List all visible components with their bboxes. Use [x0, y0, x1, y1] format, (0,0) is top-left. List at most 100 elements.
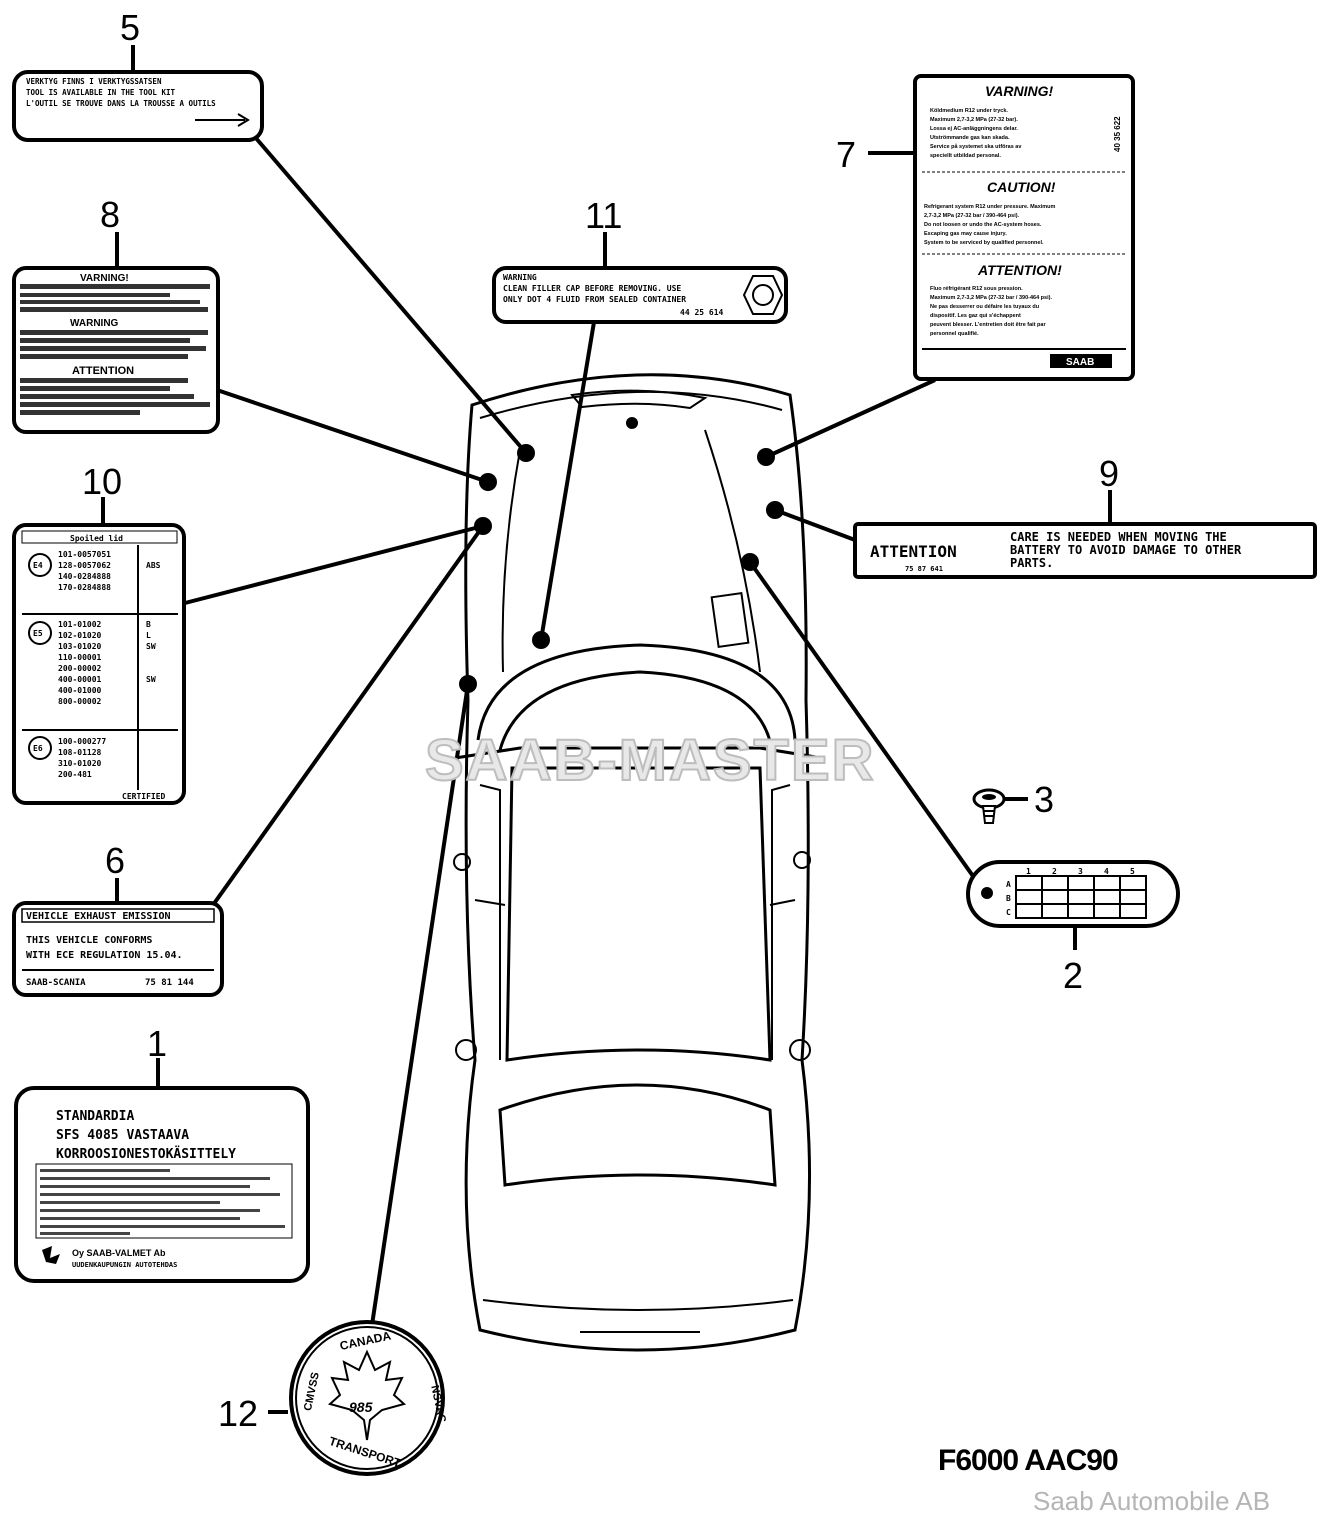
label-10-group3-row: 200-481	[58, 770, 92, 779]
label-5-line3: L'OUTIL SE TROUVE DANS LA TROUSSE A OUTI…	[26, 99, 216, 108]
label-9-line3: PARTS.	[1010, 556, 1053, 570]
label-2-col: 5	[1130, 867, 1135, 876]
label-1-line2: SFS 4085 VASTAAVA	[56, 1128, 189, 1143]
label-10-group2-row: 800-00002	[58, 697, 102, 706]
label-7-body1-line: Lossa ej AC-anläggningens delar.	[930, 126, 1018, 132]
filler-cap-icon	[742, 275, 784, 315]
label-6-line2: WITH ECE REGULATION 15.04.	[26, 950, 183, 961]
label-10-group2-row: 400-00001	[58, 675, 102, 684]
label-2-col: 2	[1052, 867, 1057, 876]
label-10-group2-row: 400-01000	[58, 686, 102, 695]
label-2: 1 2 3 4 5 A B C 2	[966, 860, 1180, 996]
label-9-part-number: 75 87 641	[905, 565, 943, 573]
label-8: 8 VARNING! WARNING ATTENTION	[12, 194, 220, 434]
label-7-body2-line: 2,7-3,2 MPa (27-32 bar / 390-464 psi).	[924, 213, 1020, 219]
label-7-side-code: 40 35 622	[1113, 116, 1122, 152]
label-7-body3-line: Ne pas desserrer ou défaire les tuyaux d…	[930, 304, 1039, 310]
label-7-title3: ATTENTION!	[977, 262, 1062, 278]
label-10-group1-row: 140-0284888	[58, 572, 111, 581]
label-7-body3-line: dispositif. Les gaz qui s'échappent	[930, 313, 1021, 319]
label-11-part-number: 44 25 614	[680, 308, 724, 317]
label-9-line1: CARE IS NEEDED WHEN MOVING THE	[1010, 530, 1227, 544]
label-10-header: Spoiled lid	[70, 533, 123, 543]
callout-12: 12	[218, 1393, 258, 1434]
label-5-line2: TOOL IS AVAILABLE IN THE TOOL KIT	[26, 88, 175, 97]
label-7-body3-line: peuvent blesser. L'entretien doit être f…	[930, 322, 1046, 328]
label-7-body3-line: personnel qualifié.	[930, 331, 979, 337]
label-8-title2: WARNING	[70, 318, 119, 329]
label-10: 10 Spoiled lid E4 E5 E6 101-0057051 128-…	[12, 461, 186, 805]
leader-lines	[184, 135, 987, 1326]
label-1-line3: KORROOSIONESTOKÄSITTELY	[56, 1146, 236, 1162]
callout-1: 1	[147, 1023, 167, 1064]
label-10-group3-row: 108-01128	[58, 748, 102, 757]
watermark: SAAB-MASTER	[425, 728, 876, 793]
label-5: 5 VERKTYG FINNS I VERKTYGSSATSEN TOOL IS…	[12, 7, 264, 142]
label-1-brand: Oy SAAB-VALMET Ab	[72, 1248, 166, 1258]
label-9-line2: BATTERY TO AVOID DAMAGE TO OTHER	[1010, 543, 1242, 557]
label-10-group2-row: 103-01020	[58, 642, 102, 651]
label-7-title2: CAUTION!	[987, 179, 1056, 195]
label-10-mark-e5: E5	[33, 629, 43, 638]
label-10-group2-row: 110-00001	[58, 653, 102, 662]
label-1-brand-sub: UUDENKAUPUNGIN AUTOTEHDAS	[72, 1261, 177, 1269]
label-10-group2-row: 101-01002	[58, 620, 102, 629]
label-2-col: 4	[1104, 867, 1109, 876]
label-8-title1: VARNING!	[80, 273, 129, 284]
label-10-mark-e4: E4	[33, 561, 43, 570]
label-7-body1-line: Utströmmande gas kan skada.	[930, 135, 1010, 141]
label-11-line1: WARNING	[503, 273, 537, 282]
label-12: 12 985 CANADA CMVSS NSVAC TRANSPORT	[218, 1320, 448, 1476]
label-10-group1-row: 101-0057051	[58, 550, 111, 559]
label-2-row: A	[1006, 880, 1011, 889]
label-9-left: ATTENTION	[870, 542, 957, 561]
label-7-body2-line: Refrigerant system R12 under pressure. M…	[924, 204, 1056, 210]
arrow-icon	[195, 113, 250, 127]
callout-5: 5	[120, 7, 140, 48]
label-6-part-number: 75 81 144	[145, 978, 194, 988]
part-3-screw: 3	[972, 779, 1054, 824]
label-10-group2-tag: L	[146, 631, 151, 640]
label-7-title1: VARNING!	[985, 83, 1054, 99]
callout-9: 9	[1099, 453, 1119, 494]
label-7-body1-line: speciellt utbildad personal.	[930, 153, 1001, 159]
label-2-col: 3	[1078, 867, 1083, 876]
saab-valmet-logo-icon	[42, 1246, 60, 1264]
callout-2: 2	[1063, 955, 1083, 996]
diagram-code: F6000 AAC90	[938, 1444, 1118, 1477]
label-7-body2-line: Escaping gas may cause injury.	[924, 231, 1007, 237]
label-2-row: C	[1006, 908, 1011, 917]
label-9: 9 ATTENTION 75 87 641 CARE IS NEEDED WHE…	[853, 453, 1317, 579]
label-6-header: VEHICLE EXHAUST EMISSION	[26, 911, 171, 922]
label-7-body2-line: Do not loosen or undo the AC-system hose…	[924, 222, 1042, 228]
label-6: 6 VEHICLE EXHAUST EMISSION THIS VEHICLE …	[12, 840, 224, 997]
label-1-line1: STANDARDIA	[56, 1109, 134, 1124]
label-10-footer: CERTIFIED	[122, 792, 166, 801]
label-6-line1: THIS VEHICLE CONFORMS	[26, 935, 152, 946]
callout-6: 6	[105, 840, 125, 881]
label-10-group3-row: 310-01020	[58, 759, 102, 768]
callout-8: 8	[100, 194, 120, 235]
label-7-body1-line: Maximum 2,7-3,2 MPa (27-32 bar).	[930, 117, 1018, 123]
label-11-line2: CLEAN FILLER CAP BEFORE REMOVING. USE	[503, 284, 681, 293]
label-7-body3-line: Maximum 2,7-3,2 MPa (27-32 bar / 390-464…	[930, 295, 1052, 301]
label-10-group1-tag: ABS	[146, 561, 161, 570]
callout-7: 7	[836, 134, 856, 175]
label-7-body3-line: Fluo réfrigérant R12 sous pression.	[930, 286, 1023, 292]
label-7-body1-line: Service på systemet ska utföras av	[930, 143, 1022, 150]
callout-11: 11	[585, 195, 622, 236]
label-10-group2-tag: SW	[146, 642, 156, 651]
label-11: 11 WARNING CLEAN FILLER CAP BEFORE REMOV…	[492, 195, 788, 324]
label-7-body2-line: System to be serviced by qualified perso…	[924, 240, 1044, 246]
label-5-line1: VERKTYG FINNS I VERKTYGSSATSEN	[26, 77, 162, 86]
label-10-group3-row: 100-000277	[58, 737, 106, 746]
label-10-group2-tag: SW	[146, 675, 156, 684]
callout-3: 3	[1034, 779, 1054, 820]
label-10-group1-row: 170-0284888	[58, 583, 111, 592]
label-10-group2-tag: B	[146, 620, 151, 629]
label-7-body1-line: Köldmedium R12 under tryck.	[930, 108, 1008, 114]
label-6-brand: SAAB-SCANIA	[26, 978, 86, 988]
car-top-view	[453, 373, 823, 1352]
label-location-dots	[459, 444, 784, 693]
